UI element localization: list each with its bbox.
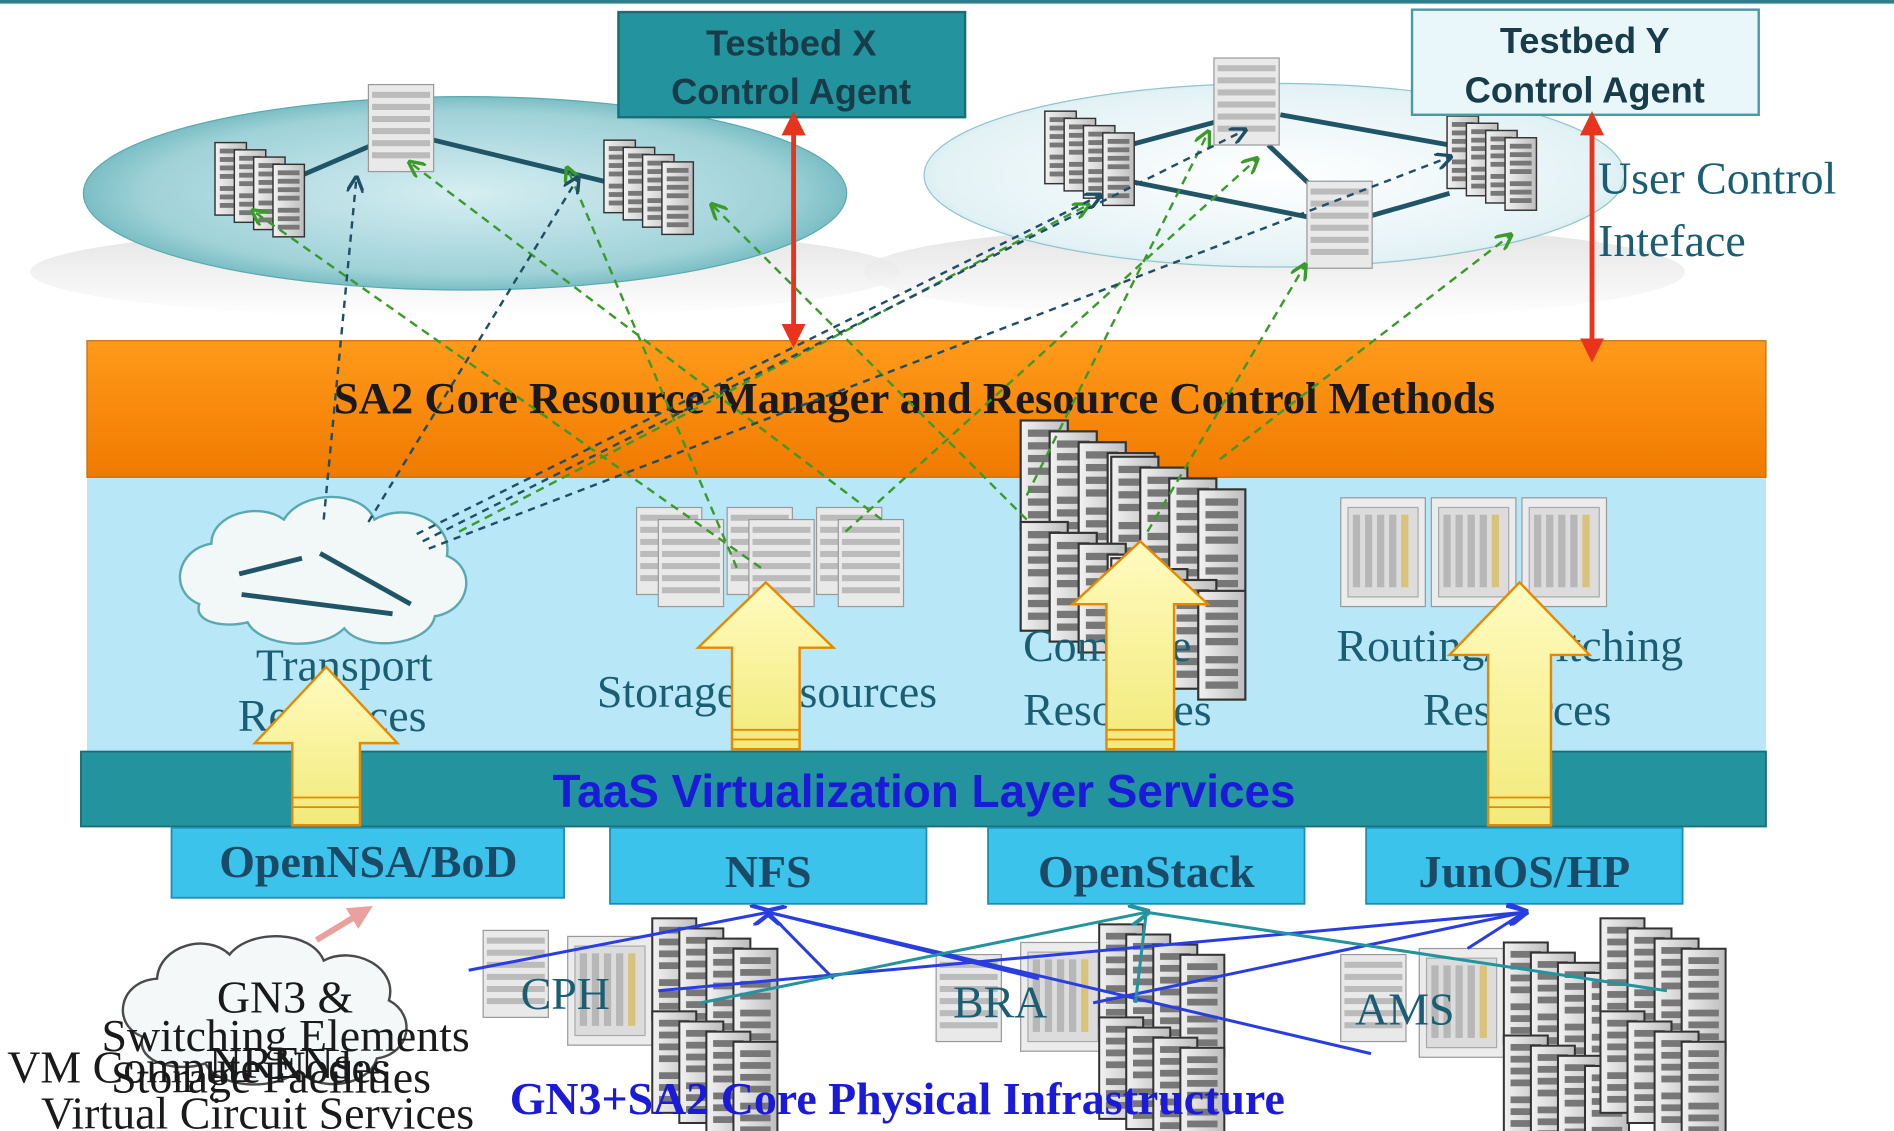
- yellow-arrow-transport: [252, 665, 401, 827]
- physical-infrastructure-label: GN3+SA2 Core Physical Infrastructure: [510, 1073, 1285, 1124]
- navy-mapping-arrows: [322, 130, 1450, 550]
- gn3-cloud: GN3 & NRENs: [121, 935, 408, 1088]
- core-manager-bar: SA2 Core Resource Manager and Resource C…: [86, 340, 1767, 478]
- overlap-label-1: Storage Facilities: [111, 1051, 431, 1102]
- service-junos[interactable]: JunOS/HP: [1365, 826, 1684, 905]
- testbed-x-agent[interactable]: Testbed X Control Agent: [617, 10, 967, 119]
- testbed-y-label-1: Testbed Y: [1500, 20, 1670, 61]
- yellow-arrow-storage: [695, 580, 837, 751]
- service-label-0: OpenNSA/BoD: [219, 836, 517, 887]
- service-label-2: OpenStack: [1038, 846, 1255, 897]
- yellow-arrow-stripes: [292, 728, 1551, 809]
- vm-rack-y2: [1306, 180, 1373, 269]
- green-mapping-arrows: [254, 133, 1510, 569]
- user-control-label-2: Inteface: [1598, 215, 1746, 266]
- routing-racks: [1340, 497, 1608, 608]
- site-label-bra: BRA: [953, 976, 1047, 1027]
- service-openstack[interactable]: OpenStack: [987, 826, 1306, 905]
- overlap-label-0: Switching Elements: [101, 1010, 469, 1061]
- service-openNSA[interactable]: OpenNSA/BoD: [170, 826, 565, 899]
- virtualization-label: TaaS Virtualization Layer Services: [553, 765, 1296, 817]
- user-control-label-1: User Control: [1598, 152, 1836, 203]
- testbed-x-label-2: Control Agent: [671, 71, 911, 112]
- top-rule: [0, 0, 1894, 4]
- gn3-label-1: GN3 &: [217, 972, 353, 1023]
- site-label-ams: AMS: [1355, 984, 1454, 1035]
- testbed-y-label-2: Control Agent: [1465, 70, 1705, 111]
- virtualization-layer: TaaS Virtualization Layer Services: [80, 750, 1767, 828]
- testbed-y-agent[interactable]: Testbed Y Control Agent: [1410, 8, 1760, 116]
- vm-rack-x1: [367, 83, 435, 173]
- testbed-x-label-1: Testbed X: [706, 23, 876, 64]
- site-label-cph: CPH: [521, 968, 610, 1019]
- vm-rack-y1: [1213, 57, 1280, 146]
- overlap-label-3: Virtual Circuit Services: [41, 1088, 474, 1131]
- service-label-1: NFS: [725, 846, 812, 897]
- service-nfs[interactable]: NFS: [609, 826, 928, 905]
- core-manager-label: SA2 Core Resource Manager and Resource C…: [334, 373, 1495, 423]
- yellow-arrow-compute: [1069, 539, 1211, 751]
- service-label-3: JunOS/HP: [1419, 846, 1631, 897]
- testbed-x-ellipse: [82, 96, 848, 291]
- pink-arrow: [314, 906, 373, 943]
- physical-links: [468, 912, 1668, 1056]
- overlap-label-2: VM Compute Nodes: [7, 1042, 389, 1093]
- transport-cloud: [178, 495, 468, 645]
- transport-label-1: Transport: [256, 639, 433, 690]
- gn3-label-2: NRENs: [209, 1037, 352, 1088]
- yellow-arrows: [252, 539, 1593, 827]
